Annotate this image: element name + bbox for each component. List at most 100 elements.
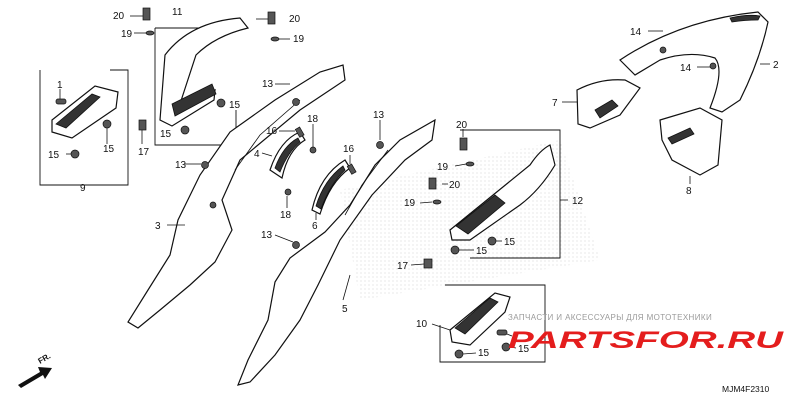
watermark-caption: ЗАПЧАСТИ И АКСЕССУАРЫ ДЛЯ МОТОТЕХНИКИ <box>508 313 712 322</box>
part-15-grommet-f <box>487 236 497 246</box>
part-19-washer-a <box>145 30 155 36</box>
part-14-screw-b <box>709 62 717 70</box>
callout-15f: 15 <box>504 237 516 248</box>
part-9-group: 1 15 15 9 <box>39 69 129 194</box>
callout-13d: 13 <box>261 230 273 241</box>
callout-5: 5 <box>342 304 348 315</box>
part-15-grommet-d <box>180 125 190 135</box>
callout-15g: 15 <box>478 348 490 359</box>
part-13-screw-c <box>376 141 384 149</box>
callout-16a: 16 <box>266 126 278 137</box>
callout-9: 9 <box>80 183 86 194</box>
part-9-bracket <box>39 69 129 186</box>
part-20-bolt-a <box>142 7 151 21</box>
part-13-screw-d <box>292 241 300 249</box>
part-1-clip-small-b <box>496 329 508 336</box>
part-18-screw-b <box>284 188 292 196</box>
part-13-screw-a <box>292 98 300 106</box>
part-16-screw-a <box>294 126 305 138</box>
part-2-rear-cowl <box>619 11 769 113</box>
part-10-bracket <box>439 284 546 363</box>
part-15-grommet-c <box>216 98 226 108</box>
part-13-screw-b <box>201 161 209 169</box>
callout-19b: 19 <box>293 34 305 45</box>
part-3-side-cover <box>127 64 346 329</box>
part-19-washer-d <box>432 199 442 205</box>
callout-6: 6 <box>312 221 318 232</box>
part-4-lens-inner <box>274 137 301 173</box>
callout-19c: 19 <box>437 162 449 173</box>
parts-2-7-8-group: 14 14 2 7 8 <box>552 11 779 197</box>
callout-14b: 14 <box>680 63 692 74</box>
callout-15b: 15 <box>103 144 115 155</box>
callout-1a: 1 <box>57 80 63 91</box>
watermark-brand: PARTSFOR.RU <box>508 327 784 354</box>
callout-13b: 13 <box>175 160 187 171</box>
part-9-mount-plate <box>51 85 119 139</box>
part-15-grommet-a <box>70 149 80 159</box>
part-11-rail-mount <box>171 83 217 117</box>
callout-11: 11 <box>172 7 183 18</box>
part-1-clip-small <box>55 98 67 105</box>
part-9-rail <box>55 93 101 129</box>
part-11-group: 20 19 11 20 19 15 15 17 <box>113 7 305 158</box>
part-10-group: 10 1 15 15 <box>416 284 546 363</box>
callout-18b: 18 <box>280 210 292 221</box>
part-12-group: 20 19 20 19 12 15 15 17 <box>397 120 584 272</box>
part-16-screw-b <box>346 163 357 175</box>
part-7-recess <box>594 99 619 119</box>
callout-8: 8 <box>686 186 692 197</box>
callout-12: 12 <box>572 196 584 207</box>
front-marker-label: FR. <box>37 351 53 365</box>
callout-19a: 19 <box>121 29 133 40</box>
watermark: ЗАПЧАСТИ И АКСЕССУАРЫ ДЛЯ МОТОТЕХНИКИ PA… <box>508 313 784 354</box>
part-20-bolt-b <box>267 11 276 25</box>
callout-20c: 20 <box>456 120 468 131</box>
callout-15d: 15 <box>160 129 172 140</box>
callout-16b: 16 <box>343 144 355 155</box>
callout-17a: 17 <box>138 147 150 158</box>
part-15-grommet-e <box>450 245 460 255</box>
part-20-bolt-c <box>459 137 468 151</box>
part-3-mount-a <box>209 201 217 209</box>
callout-10: 10 <box>416 319 428 330</box>
callout-20a: 20 <box>113 11 125 22</box>
callout-15h: 15 <box>518 344 530 355</box>
part-6-lens-inner <box>315 165 346 210</box>
part-5-group: 13 13 5 <box>237 110 436 386</box>
callout-2: 2 <box>773 60 779 71</box>
part-15-grommet-b <box>102 119 112 129</box>
part-12-rail-mount <box>455 194 506 235</box>
callout-17b: 17 <box>397 261 409 272</box>
part-5-side-cover <box>237 118 436 386</box>
callout-7: 7 <box>552 98 558 109</box>
part-10-rail <box>454 297 499 335</box>
callout-13c: 13 <box>373 110 385 121</box>
diagram-code: MJM4F2310 <box>722 384 770 394</box>
part-12-bracket <box>460 129 561 259</box>
callout-15e: 15 <box>476 246 488 257</box>
parts-4-6-group: 4 16 18 18 16 6 <box>254 114 357 232</box>
callout-13a: 13 <box>262 79 274 90</box>
part-8-inner-panel <box>659 107 723 176</box>
part-20-bolt-d <box>428 177 437 190</box>
part-8-recess <box>667 127 695 145</box>
callout-15a: 15 <box>48 150 60 161</box>
callout-20b: 20 <box>289 14 301 25</box>
callout-14a: 14 <box>630 27 642 38</box>
callout-3: 3 <box>155 221 161 232</box>
callout-19d: 19 <box>404 198 416 209</box>
front-arrow-icon <box>18 367 52 388</box>
part-14-screw-a <box>659 46 667 54</box>
front-direction-marker: FR. <box>18 351 52 388</box>
callout-1b: 1 <box>512 332 518 343</box>
part-18-screw-a <box>309 146 317 154</box>
part-19-washer-b <box>270 36 280 42</box>
callout-20d: 20 <box>449 180 461 191</box>
part-15-grommet-g <box>454 349 464 359</box>
callout-15c: 15 <box>229 100 241 111</box>
callout-18a: 18 <box>307 114 319 125</box>
part-3-group: 13 13 3 <box>127 64 346 329</box>
